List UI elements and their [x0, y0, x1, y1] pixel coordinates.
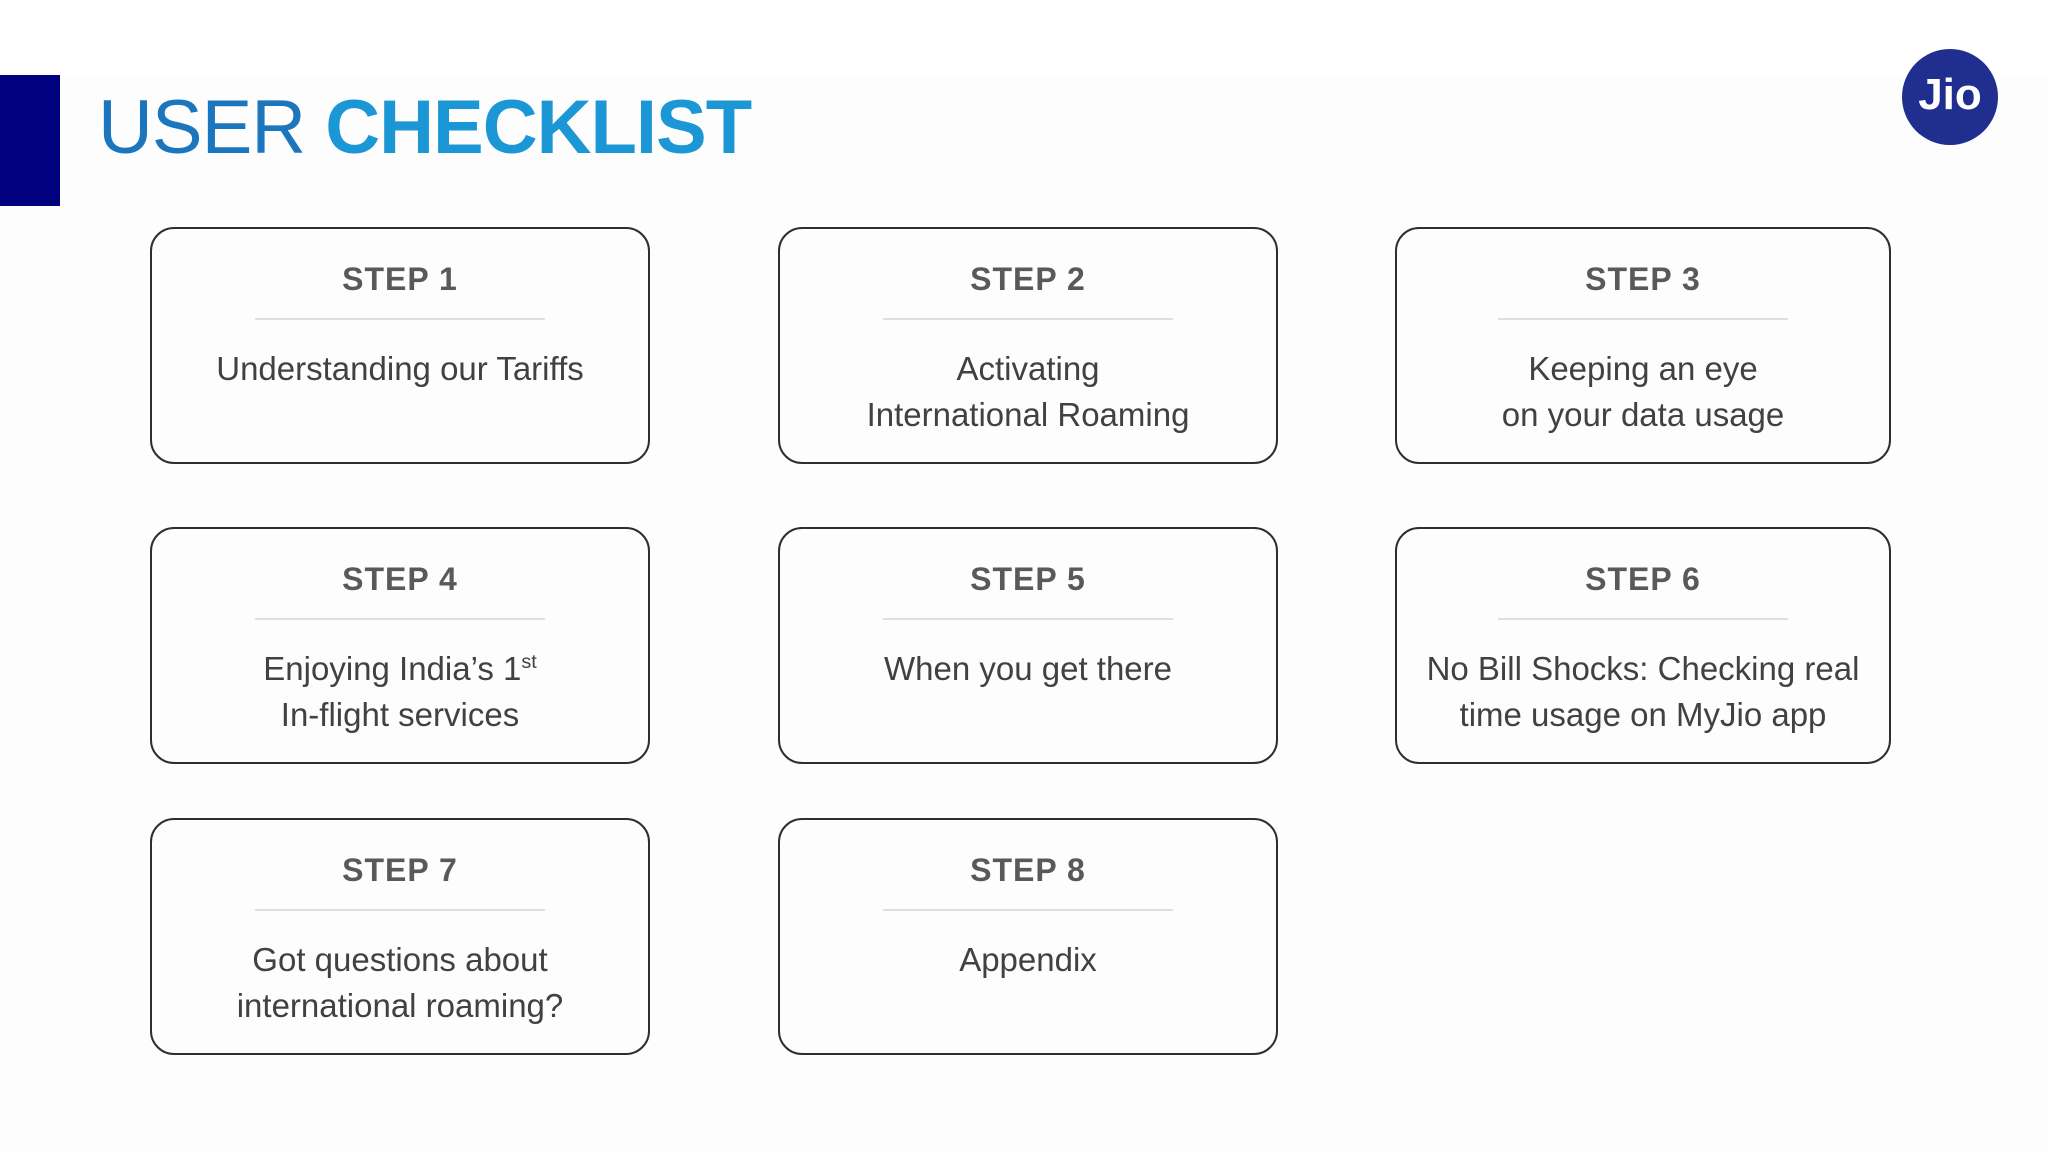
step-line: time usage on MyJio app	[1459, 696, 1827, 733]
step-label: STEP 1	[342, 261, 458, 297]
jio-logo-icon: Jio	[1902, 49, 1998, 145]
top-strip	[0, 0, 2048, 78]
step-line: Got questions about	[252, 941, 548, 978]
step-label: STEP 6	[1585, 561, 1701, 597]
step-divider	[255, 909, 545, 911]
step-card-8[interactable]: STEP 8 Appendix	[778, 818, 1278, 1055]
step-card-1[interactable]: STEP 1 Understanding our Tariffs	[150, 227, 650, 464]
page-title: USER CHECKLIST	[98, 85, 752, 170]
step-line: When you get there	[883, 650, 1172, 687]
step-card-2[interactable]: STEP 2 Activating International Roaming	[778, 227, 1278, 464]
step-line: Understanding our Tariffs	[216, 350, 584, 387]
step-body: When you get there	[884, 646, 1172, 692]
checklist-grid: STEP 1 Understanding our Tariffs STEP 2 …	[150, 227, 1900, 1057]
step-body: Appendix	[959, 937, 1097, 983]
step-card-7[interactable]: STEP 7 Got questions about international…	[150, 818, 650, 1055]
step-body: Activating International Roaming	[867, 346, 1190, 438]
step-line: No Bill Shocks: Checking real	[1426, 650, 1860, 687]
step-label: STEP 5	[970, 561, 1086, 597]
step-divider	[1498, 618, 1788, 620]
step-divider	[255, 318, 545, 320]
step-divider	[883, 909, 1173, 911]
step-label: STEP 3	[1585, 261, 1701, 297]
step-label: STEP 7	[342, 852, 458, 888]
page-title-space	[305, 85, 325, 170]
step-divider	[255, 618, 545, 620]
page-title-regular: USER	[98, 85, 306, 170]
step-label: STEP 2	[970, 261, 1086, 297]
step-line: Enjoying India’s 1st	[263, 650, 537, 687]
step-body: Enjoying India’s 1st In-flight services	[263, 646, 536, 738]
step-line: International Roaming	[866, 396, 1190, 433]
step-divider	[1498, 318, 1788, 320]
step-divider	[883, 318, 1173, 320]
step-divider	[883, 618, 1173, 620]
step-body: No Bill Shocks: Checking real time usage…	[1427, 646, 1860, 738]
step-line: Appendix	[959, 941, 1097, 978]
step-line: on your data usage	[1501, 396, 1785, 433]
step-line: In-flight services	[280, 696, 520, 733]
step-label: STEP 4	[342, 561, 458, 597]
step-body: Understanding our Tariffs	[216, 346, 584, 392]
step-card-3[interactable]: STEP 3 Keeping an eye on your data usage	[1395, 227, 1891, 464]
step-body: Keeping an eye on your data usage	[1502, 346, 1785, 438]
step-line: Keeping an eye	[1528, 350, 1758, 387]
step-label: STEP 8	[970, 852, 1086, 888]
step-card-5[interactable]: STEP 5 When you get there	[778, 527, 1278, 764]
accent-bar	[0, 75, 60, 206]
step-card-6[interactable]: STEP 6 No Bill Shocks: Checking real tim…	[1395, 527, 1891, 764]
step-card-4[interactable]: STEP 4 Enjoying India’s 1st In-flight se…	[150, 527, 650, 764]
jio-logo-text: Jio	[1918, 70, 1982, 119]
step-line: international roaming?	[236, 987, 564, 1024]
step-line: Activating	[956, 350, 1100, 387]
page-title-bold: CHECKLIST	[325, 85, 752, 170]
step-body: Got questions about international roamin…	[237, 937, 564, 1029]
